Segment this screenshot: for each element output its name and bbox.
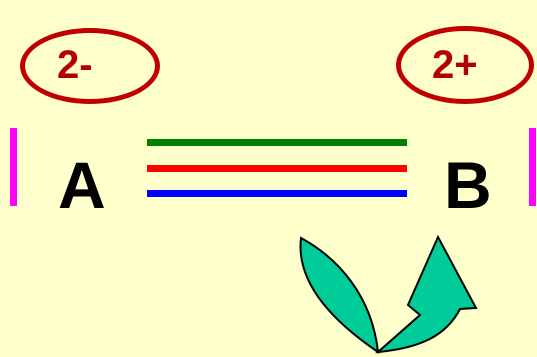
arrow-head-shape	[378, 237, 476, 352]
arrow-tail-shape	[300, 238, 378, 352]
